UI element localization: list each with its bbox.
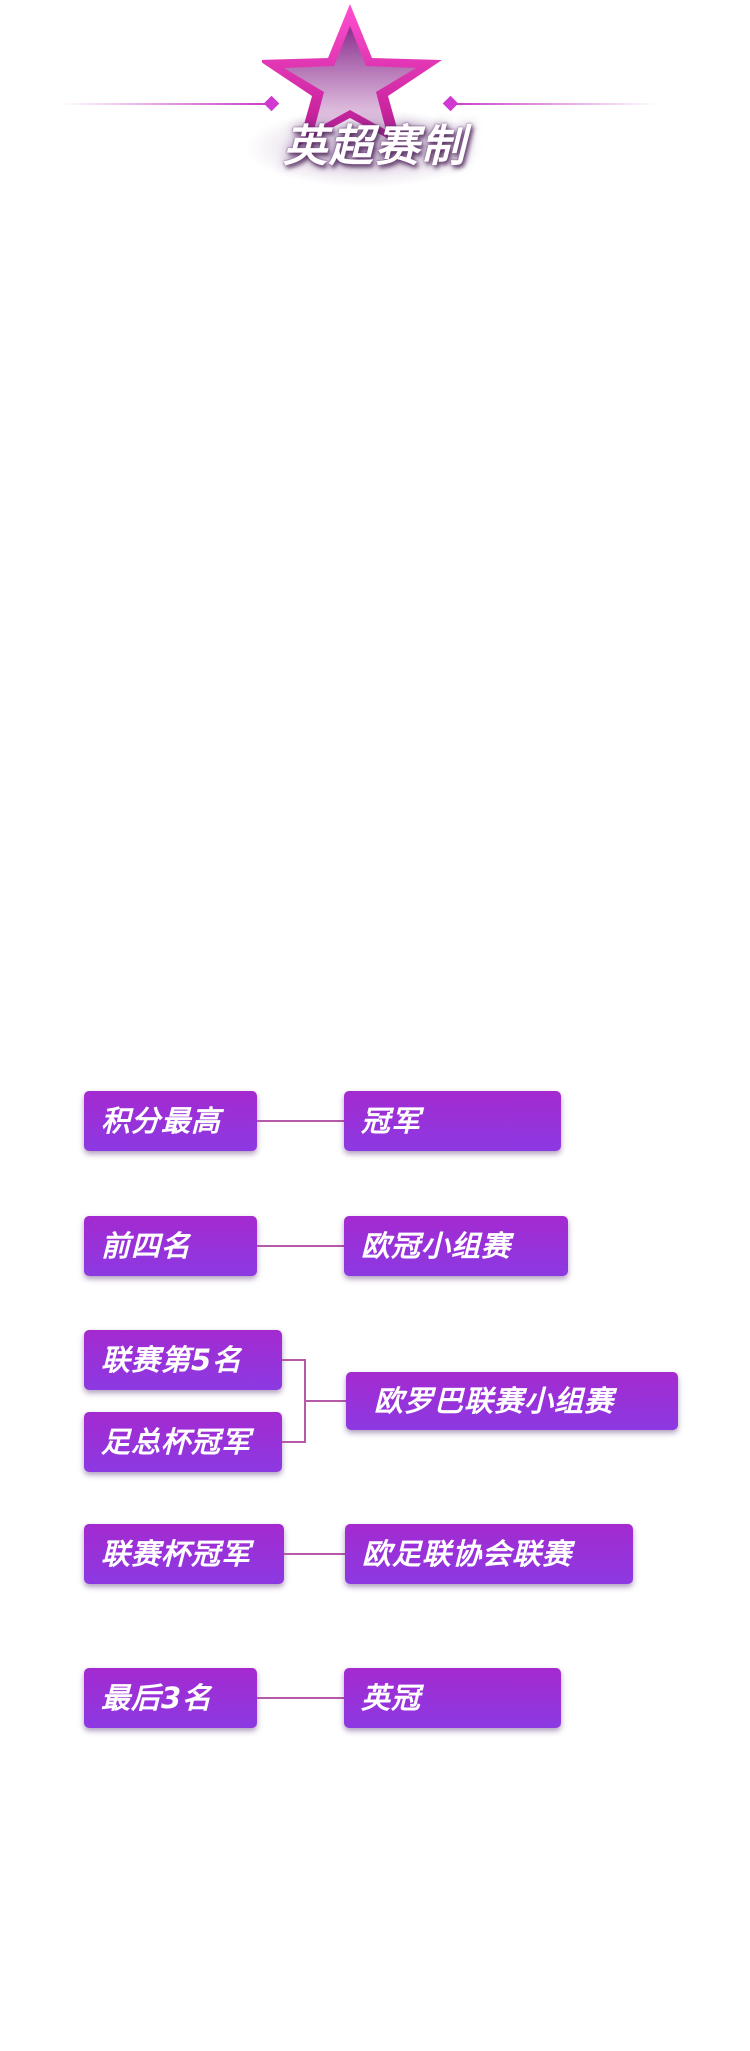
row4-left-box: 联赛杯冠军 [84, 1524, 284, 1584]
row1-right-label: 冠军 [361, 1104, 422, 1138]
row5-left-box: 最后3名 [84, 1668, 257, 1728]
row1-left-box: 积分最高 [84, 1091, 257, 1151]
row2-right-label: 欧冠小组赛 [361, 1229, 512, 1263]
row5-right-label: 英冠 [361, 1681, 422, 1715]
title-glow [245, 108, 485, 188]
row3-left-box-a: 联赛第5名 [84, 1330, 282, 1390]
row3-connector-bottom [282, 1441, 306, 1443]
row2-left-box: 前四名 [84, 1216, 257, 1276]
star-icon [262, 4, 442, 146]
row3-connector-out [304, 1400, 346, 1402]
row4-connector [284, 1553, 345, 1555]
row4-right-box: 欧足联协会联赛 [345, 1524, 633, 1584]
row1-right-box: 冠军 [344, 1091, 561, 1151]
row3-left-label-b: 足总杯冠军 [101, 1425, 252, 1459]
row4-left-label: 联赛杯冠军 [101, 1537, 252, 1571]
row3-right-box: 欧罗巴联赛小组赛 [346, 1372, 678, 1430]
row1-connector [257, 1120, 344, 1122]
row2-right-box: 欧冠小组赛 [344, 1216, 568, 1276]
row2-connector [257, 1245, 344, 1247]
header-right-rule [452, 103, 658, 105]
row3-left-label-a: 联赛第5名 [101, 1343, 243, 1377]
row5-left-label: 最后3名 [101, 1681, 213, 1715]
row5-right-box: 英冠 [344, 1668, 561, 1728]
row2-left-label: 前四名 [101, 1229, 192, 1263]
header-left-rule [60, 103, 266, 105]
row3-left-box-b: 足总杯冠军 [84, 1412, 282, 1472]
row3-connector-top [282, 1359, 306, 1361]
row3-right-label: 欧罗巴联赛小组赛 [374, 1384, 615, 1418]
row1-left-label: 积分最高 [101, 1104, 222, 1138]
page-title: 英超赛制 [283, 121, 467, 172]
row4-right-label: 欧足联协会联赛 [362, 1537, 573, 1571]
row5-connector [257, 1697, 344, 1699]
header: 英超赛制 [0, 0, 750, 200]
